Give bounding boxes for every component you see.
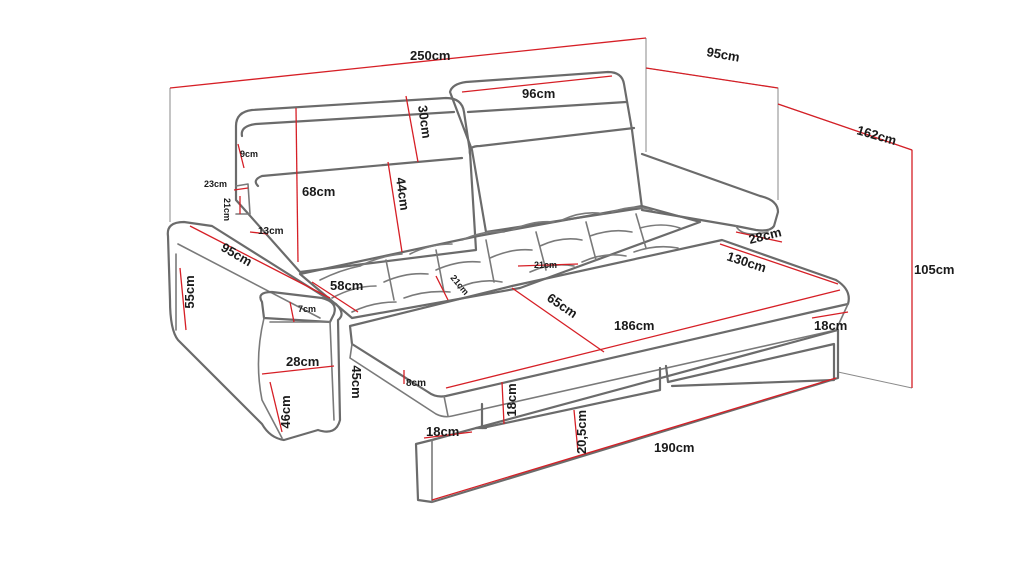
label-armrest-top-left: 23cm bbox=[204, 179, 227, 189]
dimension-lines bbox=[169, 37, 913, 501]
dimension-labels: 250cm 95cm 162cm 105cm 96cm 30cm 68cm 44… bbox=[182, 44, 954, 455]
label-seat-tuft: 21cm bbox=[534, 260, 557, 270]
drawer bbox=[414, 328, 840, 504]
label-bed-leg-height: 18cm bbox=[504, 383, 519, 416]
label-total-height: 105cm bbox=[914, 262, 954, 277]
label-depth-top: 95cm bbox=[705, 44, 740, 65]
label-armrest-front-width: 28cm bbox=[286, 354, 319, 369]
label-armrest-height: 55cm bbox=[182, 275, 197, 308]
label-armrest-front: 7cm bbox=[298, 304, 316, 314]
label-bed-middle: 65cm bbox=[544, 290, 580, 321]
label-armrest-length: 95cm bbox=[219, 240, 255, 270]
bed-mattress bbox=[348, 238, 850, 418]
label-headrest-small: 9cm bbox=[240, 149, 258, 159]
label-drawer-height: 20,5cm bbox=[574, 410, 589, 454]
label-backrest-height: 68cm bbox=[302, 184, 335, 199]
label-backrest-width: 96cm bbox=[522, 86, 555, 101]
label-mattress-edge: 8cm bbox=[406, 378, 426, 389]
label-armrest-base-height: 46cm bbox=[278, 395, 293, 428]
label-total-width: 250cm bbox=[410, 48, 450, 63]
left-armrest bbox=[166, 220, 343, 442]
label-seat-height: 45cm bbox=[349, 365, 364, 398]
label-armrest-inner-width: 13cm bbox=[258, 226, 284, 237]
right-armrest bbox=[640, 152, 780, 235]
right-backrest bbox=[448, 70, 644, 234]
label-bed-frame-height: 18cm bbox=[814, 318, 847, 333]
label-backrest-angle: 44cm bbox=[393, 176, 412, 211]
label-drawer-left: 18cm bbox=[426, 424, 459, 439]
label-drawer-length: 190cm bbox=[654, 440, 694, 455]
label-seat-depth: 58cm bbox=[330, 278, 363, 293]
left-backrest bbox=[234, 96, 478, 274]
bed-frame bbox=[474, 342, 836, 430]
label-armrest-inner-height: 21cm bbox=[222, 198, 232, 221]
label-right-arm-width: 28cm bbox=[747, 224, 783, 247]
label-depth-side: 162cm bbox=[855, 122, 898, 148]
label-backrest-top: 30cm bbox=[415, 104, 434, 139]
label-bed-length: 186cm bbox=[614, 318, 654, 333]
seat-cushions bbox=[298, 204, 702, 320]
